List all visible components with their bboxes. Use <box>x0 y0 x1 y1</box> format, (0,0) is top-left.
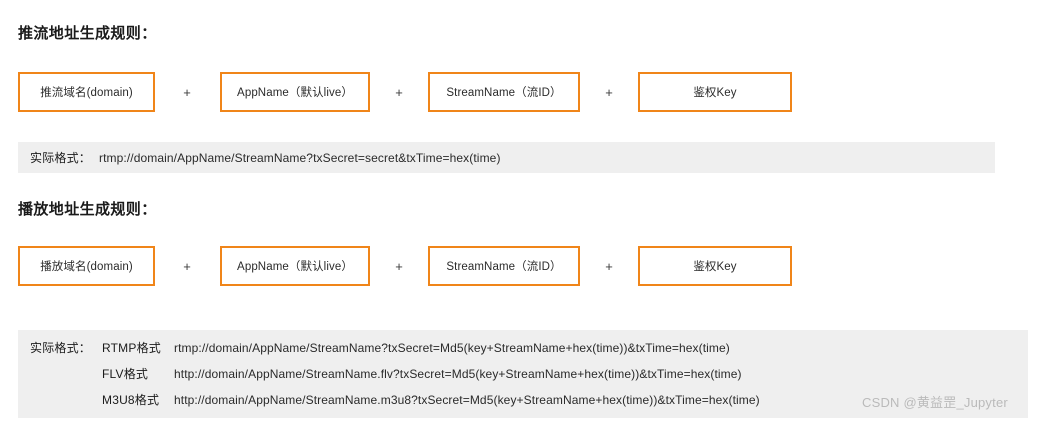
push-plus-icon-3: + <box>605 84 613 100</box>
play-token-domain: 播放域名(domain) <box>18 246 155 286</box>
play-format-kind-rtmp: RTMP格式 <box>102 341 161 355</box>
push-token-domain: 推流域名(domain) <box>18 72 155 112</box>
play-format-url-m3u8: http://domain/AppName/StreamName.m3u8?tx… <box>174 393 760 407</box>
push-token-auth-key: 鉴权Key <box>638 72 792 112</box>
play-plus-icon-1: + <box>183 258 191 274</box>
push-actual-format-band: 实际格式： rtmp://domain/AppName/StreamName?t… <box>18 142 995 173</box>
push-plus-icon-1: + <box>183 84 191 100</box>
play-format-kind-flv: FLV格式 <box>102 367 149 381</box>
play-plus-icon-3: + <box>605 258 613 274</box>
play-section-heading: 播放地址生成规则： <box>18 201 157 218</box>
push-token-streamname: StreamName（流ID） <box>428 72 580 112</box>
play-format-line-m3u8: 实际格式： M3U8格式 http://domain/AppName/Strea… <box>30 391 1028 417</box>
play-token-auth-key: 鉴权Key <box>638 246 792 286</box>
play-format-url-rtmp: rtmp://domain/AppName/StreamName?txSecre… <box>174 341 730 355</box>
push-band-label: 实际格式： <box>30 151 92 165</box>
play-format-line-flv: 实际格式： FLV格式 http://domain/AppName/Stream… <box>30 365 1028 391</box>
play-format-kind-m3u8: M3U8格式 <box>102 393 160 407</box>
play-token-appname: AppName（默认live） <box>220 246 370 286</box>
play-band-label: 实际格式： <box>30 341 92 355</box>
push-band-url: rtmp://domain/AppName/StreamName?txSecre… <box>99 150 501 165</box>
push-plus-icon-2: + <box>395 84 403 100</box>
play-token-streamname: StreamName（流ID） <box>428 246 580 286</box>
play-plus-icon-2: + <box>395 258 403 274</box>
play-format-line-rtmp: 实际格式： RTMP格式 rtmp://domain/AppName/Strea… <box>30 339 1028 365</box>
play-actual-format-band: 实际格式： RTMP格式 rtmp://domain/AppName/Strea… <box>18 330 1028 418</box>
push-section-heading: 推流地址生成规则： <box>18 25 157 42</box>
play-format-url-flv: http://domain/AppName/StreamName.flv?txS… <box>174 367 742 381</box>
push-token-appname: AppName（默认live） <box>220 72 370 112</box>
